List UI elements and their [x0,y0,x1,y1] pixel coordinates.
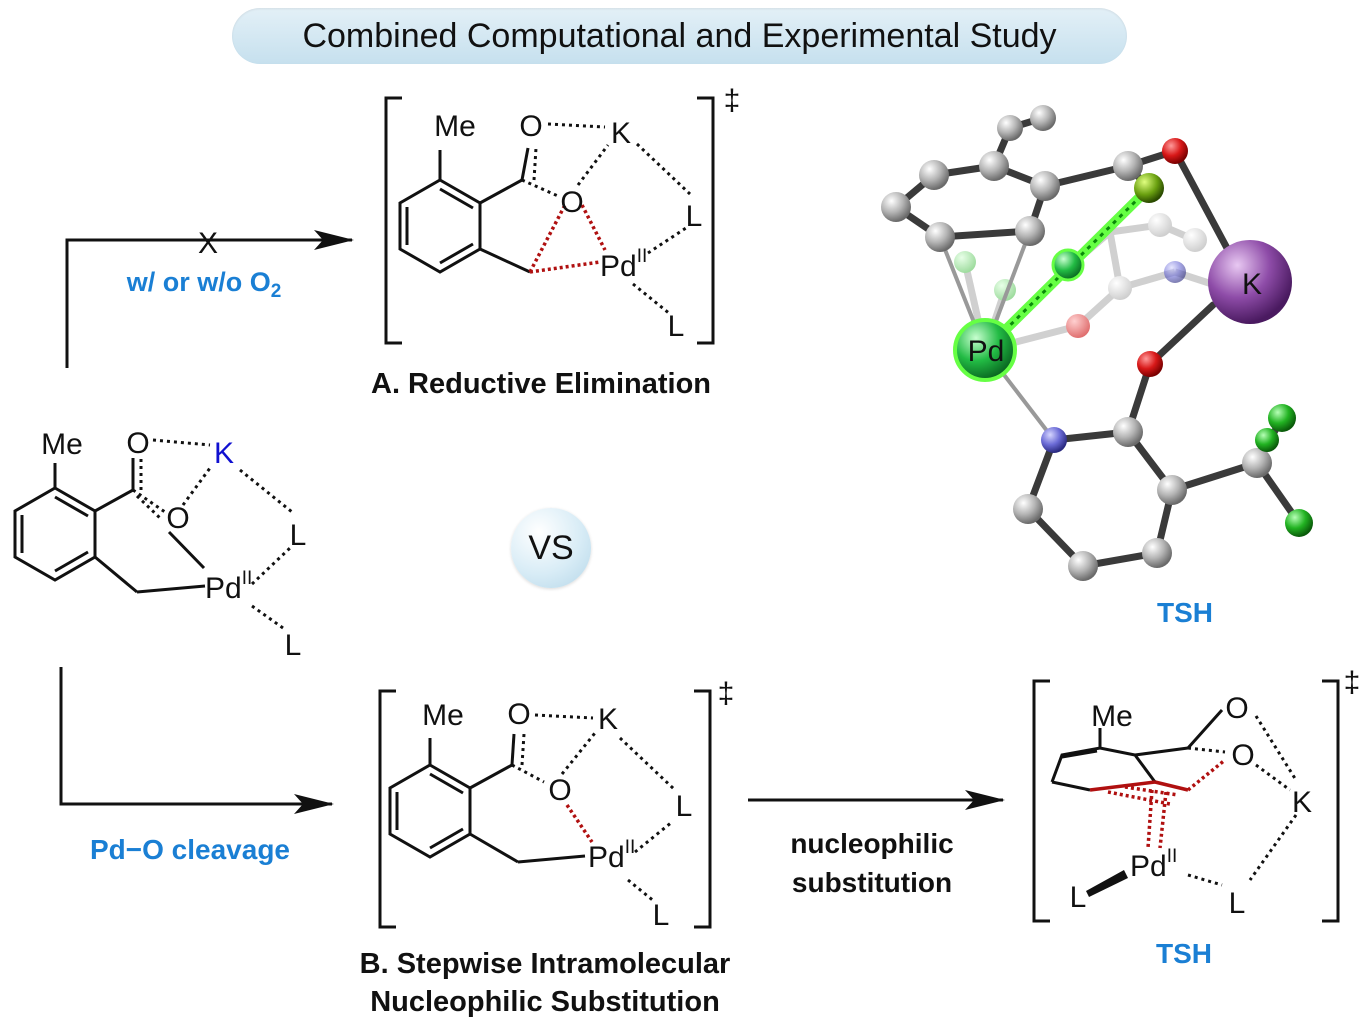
ts-h-dagger: ‡ [1344,666,1361,699]
ts-a-k: K [611,117,631,150]
ts-b: Me O O K L L PdII ‡ [378,677,735,932]
condition-o2-text: w/ or w/o O [126,267,271,297]
ts-h-wedge [1086,870,1128,897]
page-title: Combined Computational and Experimental … [302,17,1057,55]
ts-a-l-1: L [686,200,703,233]
step-label-2: substitution [792,867,952,898]
ts-a-o-top: O [519,110,542,143]
ts-b-me: Me [422,699,464,732]
vs-label: VS [528,529,574,567]
ts-b-l-1: L [676,790,693,823]
ts-h: Me O O K L L PdII ‡ [1032,666,1361,923]
ts-h-me: Me [1091,700,1133,733]
condition-pd-o-cleavage: Pd−O cleavage [90,834,290,865]
ts-h-o-top: O [1225,692,1248,725]
ts-h-l-1: L [1070,881,1087,914]
ts-3d-model: Pd K [881,105,1313,581]
ts-h-caption: TSH [1156,938,1212,969]
ts-a-o-bottom: O [560,186,583,219]
ts-h-pd-symbol: Pd [1130,850,1167,883]
ts-a-me: Me [434,110,476,143]
path-b-label-2: Nucleophilic Substitution [370,986,720,1018]
ts-b-pd-symbol: Pd [588,841,625,874]
ts-a: Me O O K L L PdII ‡ [384,84,741,345]
vs-bubble [511,508,591,588]
start-pd-symbol: Pd [205,572,242,605]
step-label-1: nucleophilic [790,828,953,859]
ts-b-o-top: O [507,698,530,731]
ts-a-l-2: L [668,310,685,343]
ts-a-dagger: ‡ [724,84,741,117]
ts-b-o-bottom: O [548,774,571,807]
start-o-bottom: O [166,502,189,535]
ts-b-k: K [598,703,618,736]
model-pd-label: Pd [968,335,1005,368]
start-pd-ox: II [242,568,253,589]
arrows [59,230,1005,814]
model-k-label: K [1242,268,1262,301]
ts-h-o-bottom: O [1231,739,1254,772]
condition-o2-sub: 2 [271,281,282,302]
ts-a-pd-symbol: Pd [600,250,637,283]
ts-a-pd: PdII [600,246,647,283]
ts-b-pd-ox: II [625,837,636,858]
path-a-label: A. Reductive Elimination [371,368,711,400]
title-banner [232,8,1127,64]
start-o-top: O [126,427,149,460]
start-l-1: L [290,519,307,552]
ts-b-pd: PdII [588,837,635,874]
ts-b-pd-o-red [565,804,594,843]
condition-o2: w/ or w/o O2 [126,267,282,302]
arrow-path-a [65,230,354,368]
path-b-label-1: B. Stepwise Intramolecular [360,948,731,980]
ts-h-pd-ox: II [1167,846,1178,867]
start-pd: PdII [205,568,252,605]
ts-h-pd: PdII [1130,846,1177,883]
start-complex: Me O O K L L PdII [13,427,307,662]
model-caption: TSH [1157,597,1213,628]
blocked-mark: X [198,227,218,260]
ts-h-k: K [1292,786,1312,819]
start-l-2: L [285,629,302,662]
ts-b-l-2: L [653,899,670,932]
start-k: K [214,437,234,470]
arrow-path-b [59,667,334,814]
ts-a-pd-ox: II [637,246,648,267]
ts-h-l-2: L [1229,887,1246,920]
start-me: Me [41,428,83,461]
ts-b-dagger: ‡ [718,677,735,710]
